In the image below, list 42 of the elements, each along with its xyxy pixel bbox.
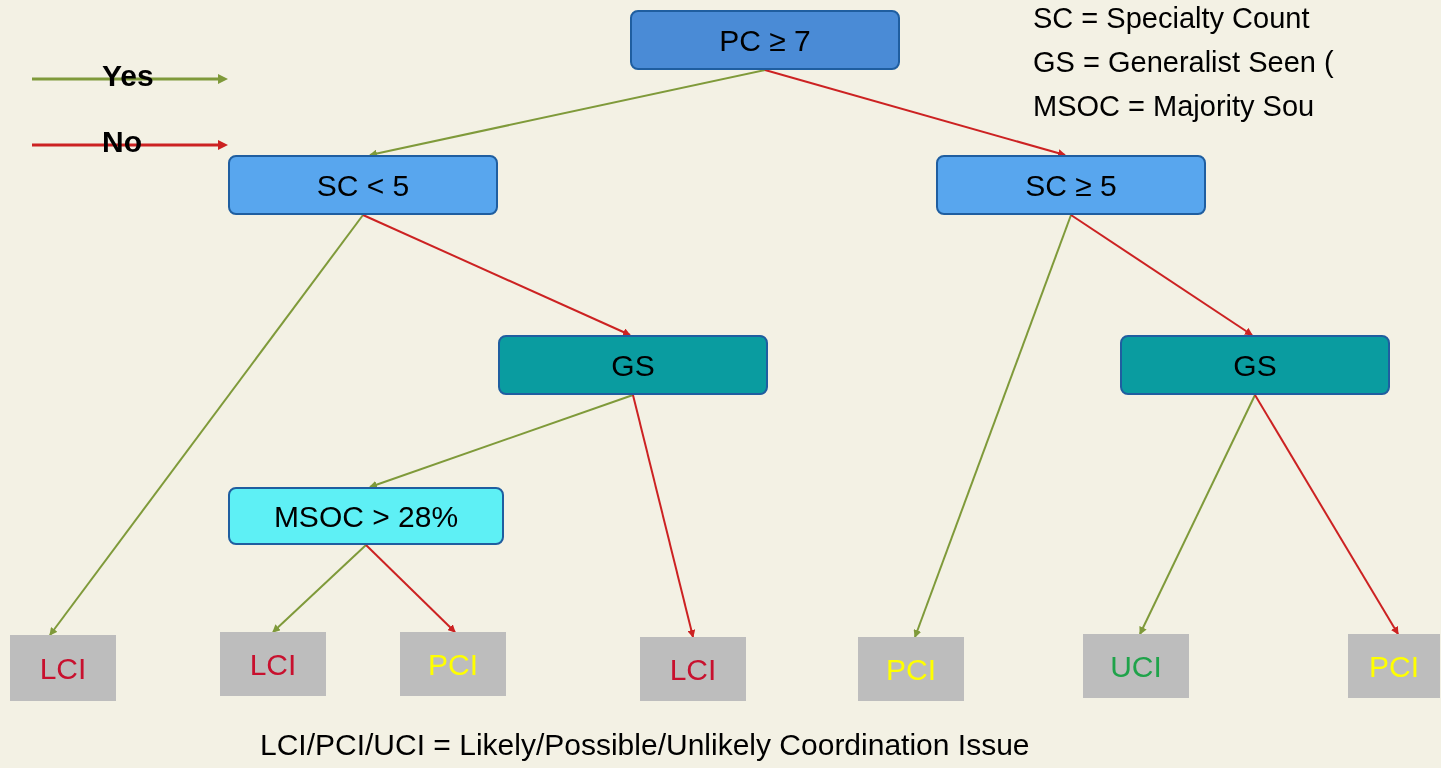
outcome-box bbox=[1348, 634, 1440, 698]
outcome-box bbox=[1083, 634, 1189, 698]
outcome-box bbox=[640, 637, 746, 701]
node-label: GS bbox=[1233, 347, 1277, 384]
node-label: MSOC > 28% bbox=[273, 498, 459, 535]
arrow bbox=[49, 214, 364, 636]
decision-box bbox=[1120, 335, 1390, 395]
decision-box bbox=[630, 10, 900, 70]
node-label: UCI bbox=[1110, 648, 1162, 685]
decision-box bbox=[228, 155, 498, 215]
caption: LCI/PCI/UCI = Likely/Possible/Unlikely Coordination Issue bbox=[260, 727, 1030, 763]
node-label: GS bbox=[611, 347, 655, 384]
outcome-box bbox=[220, 632, 326, 696]
arrow bbox=[369, 69, 766, 158]
arrow bbox=[365, 544, 456, 633]
abbreviation-note: MSOC = Majority Sou bbox=[1033, 89, 1316, 124]
arrow bbox=[1070, 214, 1253, 336]
decision-box bbox=[228, 487, 504, 545]
node-label: SC ≥ 5 bbox=[1025, 167, 1117, 204]
node-label: PCI bbox=[428, 646, 478, 683]
node-label: LCI bbox=[249, 646, 297, 683]
arrow bbox=[272, 544, 367, 633]
arrow bbox=[764, 69, 1066, 157]
abbreviation-note: GS = Generalist Seen ( bbox=[1033, 45, 1334, 80]
arrow bbox=[1139, 394, 1256, 635]
arrow bbox=[362, 214, 631, 336]
arrow bbox=[632, 394, 696, 638]
node-label: PCI bbox=[1369, 648, 1419, 685]
arrow bbox=[1254, 394, 1399, 635]
arrow bbox=[913, 214, 1072, 638]
node-label: PCI bbox=[886, 651, 936, 688]
arrow bbox=[369, 394, 634, 489]
outcome-box bbox=[400, 632, 506, 696]
abbreviation-note: SC = Specialty Count bbox=[1033, 1, 1311, 36]
node-label: SC < 5 bbox=[316, 167, 410, 204]
decision-box bbox=[498, 335, 768, 395]
node-label: LCI bbox=[39, 650, 87, 687]
outcome-box bbox=[10, 635, 116, 701]
decision-box bbox=[936, 155, 1206, 215]
node-label: PC ≥ 7 bbox=[719, 22, 811, 59]
outcome-box bbox=[858, 637, 964, 701]
node-label: LCI bbox=[669, 651, 717, 688]
